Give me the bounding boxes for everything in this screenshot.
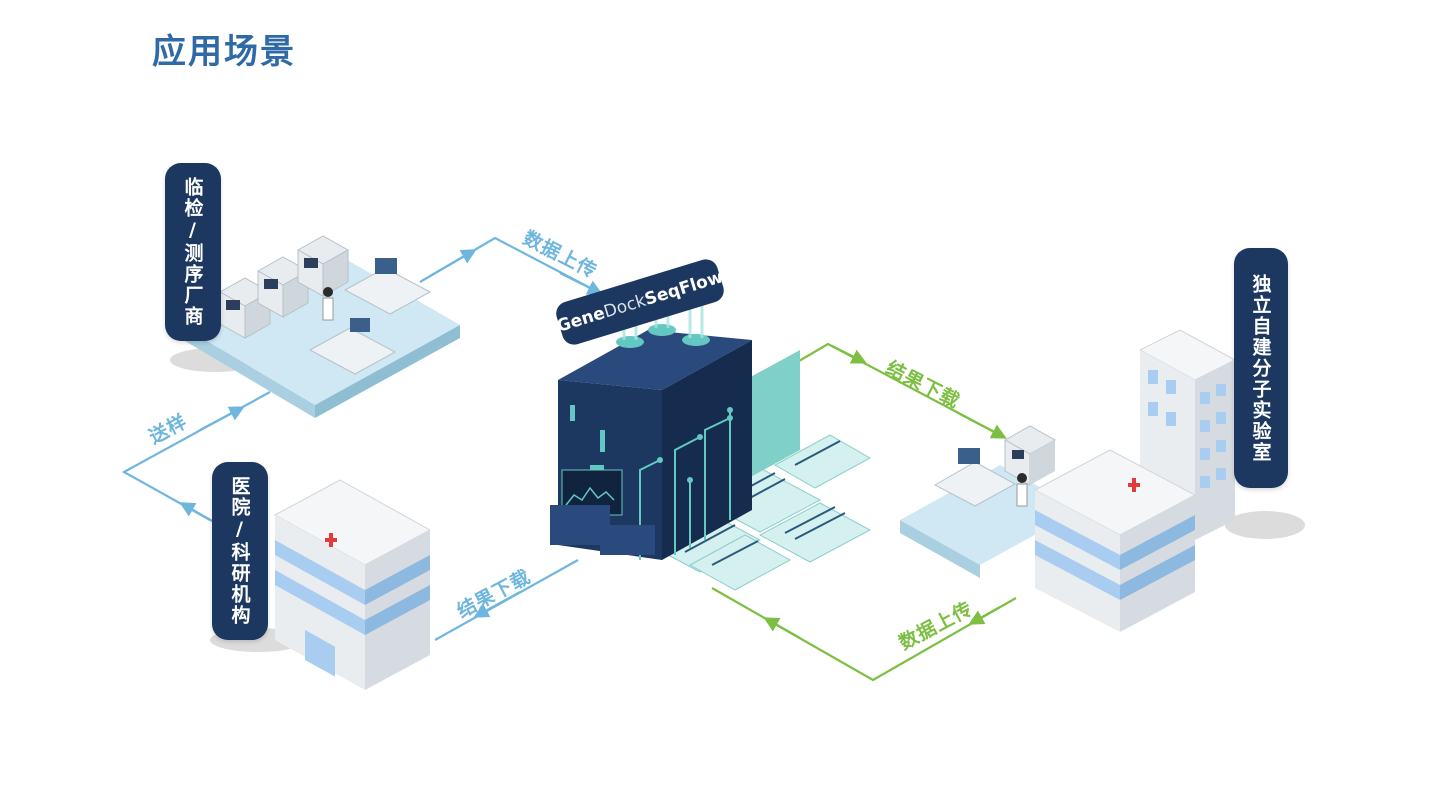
node-tag-hospital-research: 医院/科研机构 [212, 462, 268, 640]
independent-lab-icon [900, 329, 1305, 632]
brand-part-1: Gene [554, 303, 608, 337]
node-tag-independent-lab: 独立自建分子实验室 [1234, 248, 1288, 488]
brand-part-2: Dock [601, 290, 649, 323]
flow-lines [121, 236, 1017, 682]
server-block-icon [550, 290, 872, 591]
node-label-sequencing-vendor: 临检/测序厂商 [181, 177, 204, 327]
node-label-hospital-research: 医院/科研机构 [228, 476, 251, 626]
flow-right-upload-line [711, 587, 1017, 682]
node-label-independent-lab: 独立自建分子实验室 [1249, 273, 1272, 463]
page-title: 应用场景 [152, 32, 296, 72]
node-tag-sequencing-vendor: 临检/测序厂商 [165, 163, 221, 341]
hospital-building-icon [210, 479, 432, 690]
lab-platform-icon [170, 235, 460, 418]
